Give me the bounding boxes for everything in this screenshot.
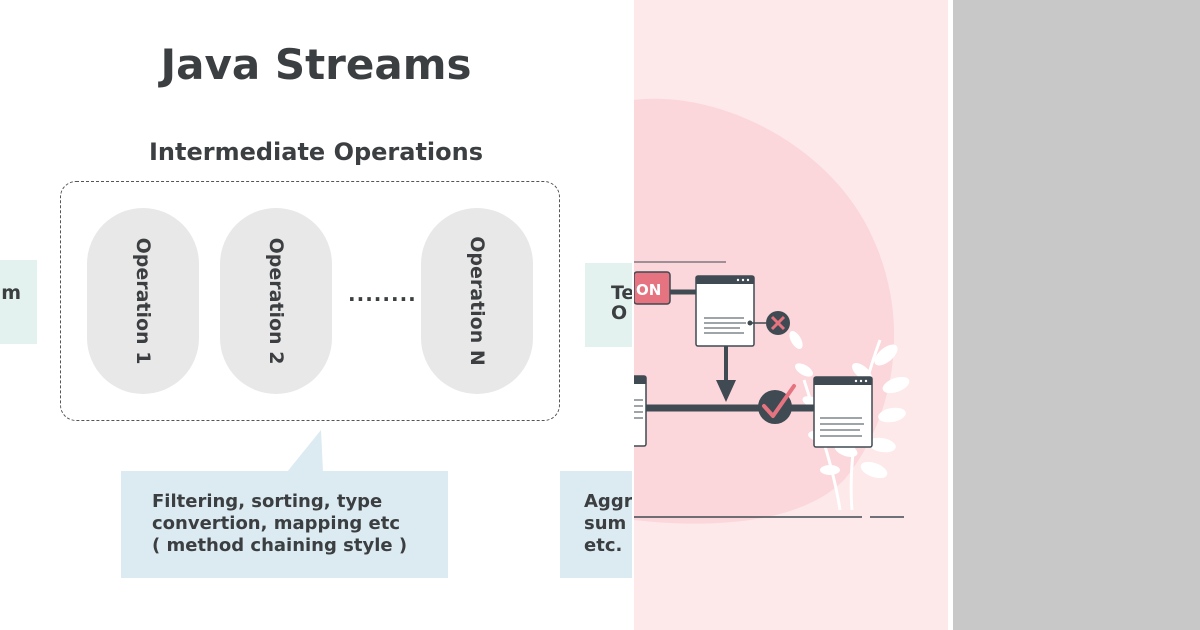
window-icon-left [634,375,647,447]
terminal-operation-box: Te O [585,263,632,347]
background-blob [634,98,895,524]
workflow-illustration: ON [634,98,910,524]
terminal-note-line-2: sum [584,513,627,534]
on-tag-label: ON [636,281,661,299]
speech-bubble-tail [287,430,323,472]
operation-label-2: Operation 2 [265,237,287,365]
source-box: m [0,260,37,344]
intermediate-note-bubble [121,471,448,578]
section-title: Intermediate Operations [148,138,484,166]
diagram-title: Java Streams [160,40,472,89]
intermediate-note-line-3: ( method chaining style ) [152,535,408,556]
connector-dot [747,320,753,326]
gray-panel [953,0,1200,630]
intermediate-note-line-1: Filtering, sorting, type [152,491,383,512]
source-box-text: m [1,282,21,304]
illustration-panel: ON [634,0,948,630]
diagram-panel: Java Streams Intermediate Operations m O… [0,40,632,578]
check-icon [758,384,796,424]
window-icon-right [813,376,873,448]
operation-label-1: Operation 1 [132,237,154,365]
panel-divider [948,0,953,630]
intermediate-note: Filtering, sorting, type convertion, map… [152,491,407,557]
terminal-note-line-3: etc. [584,535,623,556]
intermediate-operations-group [60,181,560,421]
operation-pill-1: Operation 1 [87,208,199,394]
arrow-down-icon [716,346,736,402]
on-tag: ON [634,271,671,305]
operation-pill-n: Operation N [421,208,533,394]
terminal-note-bubble: Aggr sum etc. [560,471,632,578]
terminal-box-line-2: O [611,302,628,324]
terminal-note: Aggr sum etc. [584,491,632,557]
ellipsis: ........ [348,282,417,306]
window-icon-top [695,275,755,347]
intermediate-note-line-2: convertion, mapping etc [152,513,401,534]
terminal-note-line-1: Aggr [584,491,632,512]
operation-pill-2: Operation 2 [220,208,332,394]
operation-label-n: Operation N [466,236,488,366]
cross-icon [766,311,790,335]
terminal-box-line-1: Te [611,282,632,304]
